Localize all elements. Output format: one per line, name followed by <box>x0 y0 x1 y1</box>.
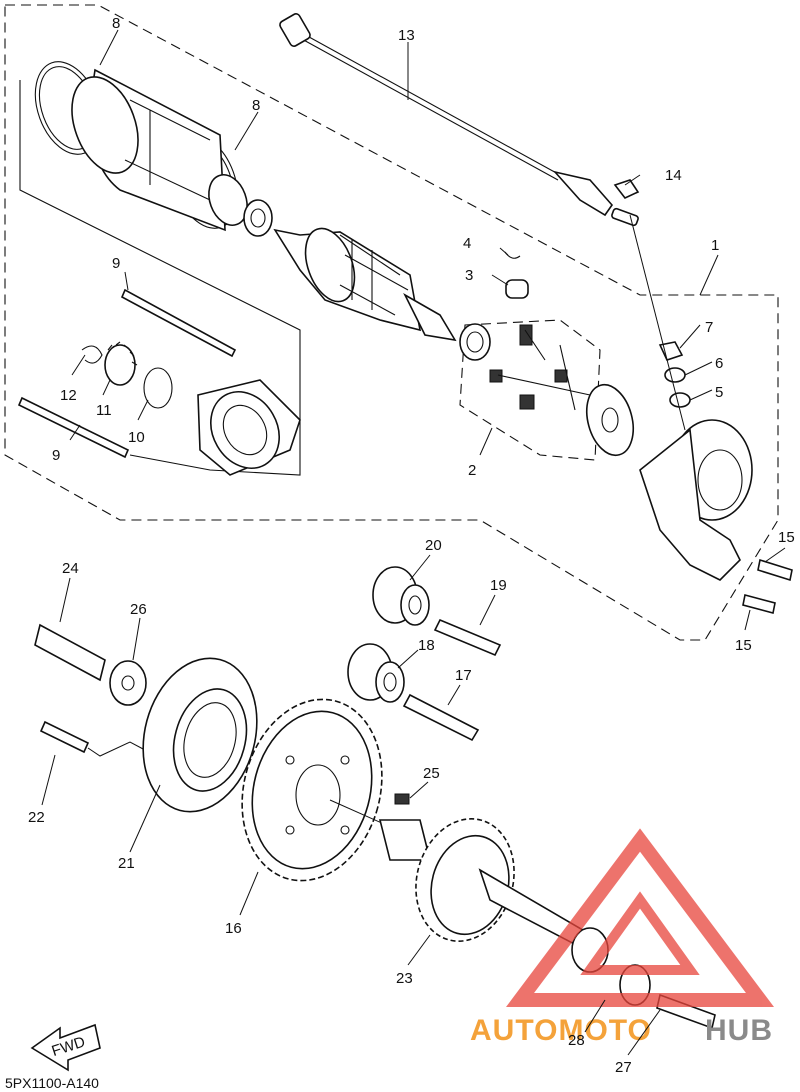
watermark-text-part2: HUB <box>705 1014 773 1047</box>
callout-26: 26 <box>130 601 147 618</box>
shaft-17 <box>402 693 480 742</box>
o-ring-10 <box>143 367 173 409</box>
callout-14: 14 <box>665 167 682 184</box>
callout-9a: 9 <box>112 255 120 272</box>
nut-14 <box>613 179 640 199</box>
pinion-gear-11 <box>104 341 138 386</box>
watermark-text-part1: AUTOMOTO <box>470 1014 652 1047</box>
callout-28: 28 <box>568 1032 585 1049</box>
bolt-9a <box>120 288 237 358</box>
circlip-12 <box>81 345 103 364</box>
callout-8b: 8 <box>252 97 260 114</box>
leader-lines <box>41 29 786 1056</box>
callout-6: 6 <box>715 355 723 372</box>
callout-27: 27 <box>615 1059 632 1076</box>
assembly-boundary <box>4 4 779 641</box>
washer-26 <box>109 660 147 706</box>
yoke-outline <box>19 80 301 476</box>
callout-1: 1 <box>711 237 719 254</box>
washer-5 <box>669 392 691 408</box>
callout-8a: 8 <box>112 15 120 32</box>
watermark-logo <box>506 828 774 1007</box>
screw-22 <box>39 720 90 754</box>
bolt-15a <box>757 558 793 582</box>
idler-gear-16 <box>241 698 383 882</box>
diagram-code: 5PX1100-A140 <box>5 1075 99 1091</box>
callout-13: 13 <box>398 27 415 44</box>
callout-15a: 15 <box>778 529 795 546</box>
subgroup-boundary <box>459 319 601 461</box>
callout-19: 19 <box>490 577 507 594</box>
callout-20: 20 <box>425 537 442 554</box>
callouts: 1 2 3 4 5 6 7 8 8 9 9 10 11 12 13 14 15 … <box>28 15 795 1076</box>
fwd-arrow: FWD <box>30 1023 101 1072</box>
callout-17: 17 <box>455 667 472 684</box>
end-cover-1 <box>639 419 753 581</box>
callout-12: 12 <box>60 387 77 404</box>
callout-4: 4 <box>463 235 471 252</box>
bolt-9b <box>17 396 130 459</box>
callout-18: 18 <box>418 637 435 654</box>
key-25 <box>394 793 410 805</box>
callout-15b: 15 <box>735 637 752 654</box>
lead-wire-13 <box>299 31 561 176</box>
circlip-4 <box>504 251 521 259</box>
front-cover <box>197 379 301 476</box>
bolt-24 <box>34 623 106 682</box>
gear-shaft-23 <box>378 818 609 973</box>
callout-22: 22 <box>28 809 45 826</box>
gear-20 <box>372 566 430 626</box>
washer-6 <box>664 367 686 383</box>
callout-5: 5 <box>715 384 723 401</box>
callout-16: 16 <box>225 920 242 937</box>
bolt-15b <box>742 594 776 614</box>
callout-7: 7 <box>705 319 713 336</box>
callout-24: 24 <box>62 560 79 577</box>
callout-25: 25 <box>423 765 440 782</box>
callout-10: 10 <box>128 429 145 446</box>
bush-3 <box>505 279 529 299</box>
callout-21: 21 <box>118 855 135 872</box>
callout-9b: 9 <box>52 447 60 464</box>
one-way-clutch-21 <box>142 657 258 813</box>
callout-11: 11 <box>96 402 112 419</box>
shaft-19 <box>433 618 502 657</box>
callout-3: 3 <box>465 267 473 284</box>
gear-18 <box>347 643 405 703</box>
brush-holder-2 <box>489 324 635 457</box>
callout-23: 23 <box>396 970 413 987</box>
callout-2: 2 <box>468 462 476 479</box>
